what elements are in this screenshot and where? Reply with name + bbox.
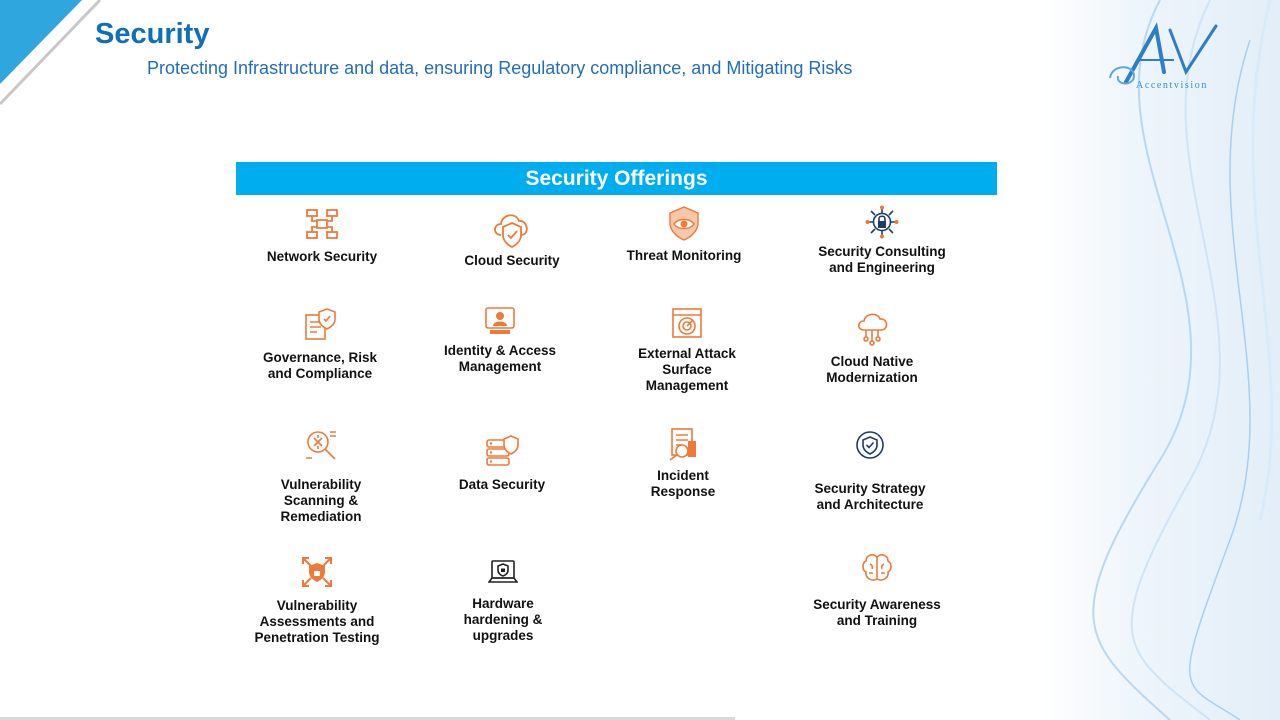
offering-cloud-native: Cloud Native Modernization xyxy=(762,310,982,386)
bottom-divider xyxy=(0,717,735,720)
av-monogram-icon xyxy=(1109,22,1218,85)
brain-icon xyxy=(862,554,892,581)
offerings-banner: Security Offerings xyxy=(236,162,997,195)
eye-shield-icon xyxy=(669,206,699,241)
offering-threat-monitoring: Threat Monitoring xyxy=(574,205,794,264)
lock-arrows-icon xyxy=(302,557,332,587)
offering-label: Vulnerability Scanning & Remediation xyxy=(280,477,362,524)
offering-label: Identity & Access Management xyxy=(443,343,557,374)
offering-label: Network Security xyxy=(266,249,378,264)
offering-label: Vulnerability Assessments and Penetratio… xyxy=(254,598,380,645)
offering-security-consulting: Security Consulting and Engineering xyxy=(772,205,992,276)
decorative-waves xyxy=(1092,0,1274,720)
offering-governance: Governance, Risk and Compliance xyxy=(210,307,430,382)
offering-label: Security Consulting and Engineering xyxy=(818,244,946,275)
offering-network-security: Network Security xyxy=(212,207,432,265)
lock-network-icon xyxy=(865,205,899,239)
offering-label: Threat Monitoring xyxy=(626,248,742,263)
offering-data-security: Data Security xyxy=(392,434,612,493)
offering-hardware-hardening: Hardware hardening & upgrades xyxy=(393,557,613,644)
offering-label: Governance, Risk and Compliance xyxy=(262,350,378,381)
offering-security-awareness: Security Awareness and Training xyxy=(767,553,987,629)
offering-vulnerability-scanning: Vulnerability Scanning & Remediation xyxy=(211,428,431,525)
shield-check-icon xyxy=(856,431,884,459)
offering-label: Incident Response xyxy=(650,468,716,499)
radar-window-icon xyxy=(672,308,702,338)
network-icon xyxy=(306,209,338,239)
database-shield-icon xyxy=(486,435,519,466)
offering-label: Security Strategy and Architecture xyxy=(814,481,926,512)
offering-label: Data Security xyxy=(458,477,546,492)
offering-label: Security Awareness and Training xyxy=(813,597,941,628)
offering-cloud-security: Cloud Security xyxy=(402,205,622,269)
offering-label: Hardware hardening & upgrades xyxy=(463,596,543,643)
cloud-shield-icon xyxy=(494,214,528,249)
page-subtitle: Protecting Infrastructure and data, ensu… xyxy=(147,58,853,78)
cloud-circuit-icon xyxy=(857,313,888,346)
offering-security-strategy: Security Strategy and Architecture xyxy=(760,430,980,513)
offering-incident-response: Incident Response xyxy=(573,427,793,500)
offering-label: Cloud Native Modernization xyxy=(826,354,918,385)
report-magnifier-icon xyxy=(669,428,696,461)
offering-vulnerability-assessments: Vulnerability Assessments and Penetratio… xyxy=(207,555,427,646)
offering-identity-access: Identity & Access Management xyxy=(390,306,610,375)
offering-label: External Attack Surface Management xyxy=(638,346,736,393)
bug-search-icon xyxy=(306,431,336,460)
id-monitor-icon xyxy=(485,307,515,334)
document-shield-icon xyxy=(305,308,336,340)
corner-decoration xyxy=(0,0,102,106)
decorative-background xyxy=(1040,0,1280,720)
offering-external-attack: External Attack Surface Management xyxy=(577,307,797,394)
offering-label: Cloud Security xyxy=(464,253,560,268)
laptop-lock-icon xyxy=(488,560,518,583)
logo-text: Accentvision xyxy=(1136,80,1208,91)
page-title: Security xyxy=(95,18,210,50)
